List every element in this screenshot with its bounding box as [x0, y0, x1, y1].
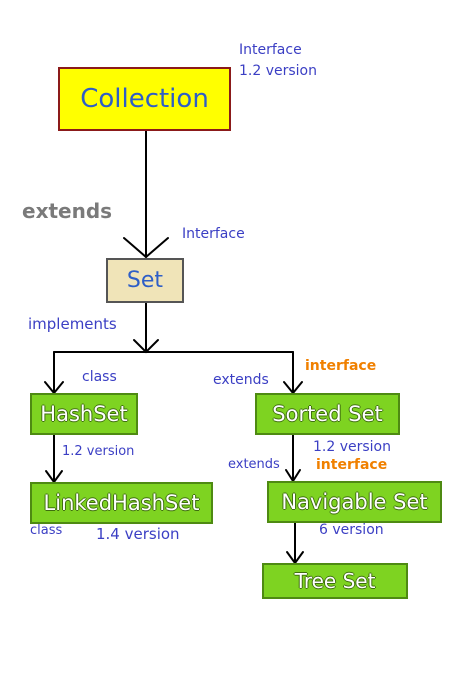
sortedset-extends-label: extends: [213, 372, 269, 388]
navigableset-interface-label: interface: [316, 457, 388, 473]
navigableset-extends-label: extends: [228, 457, 280, 472]
hashset-version-label: 1.2 version: [62, 444, 135, 459]
set-node: Set: [106, 258, 184, 303]
collection-version-label: 1.2 version: [239, 63, 317, 79]
collection-to-set-arrowhead: [123, 237, 169, 259]
implements-label: implements: [28, 315, 117, 333]
hashset-node-label: HashSet: [40, 402, 128, 426]
sortedset-interface-label: interface: [305, 358, 377, 374]
navigableset-node: Navigable Set: [267, 481, 442, 523]
linkedhashset-version-label: 1.4 version: [96, 525, 180, 543]
navigableset-version-label: 6 version: [319, 522, 384, 538]
collection-interface-label: Interface: [239, 42, 302, 58]
set-node-label: Set: [126, 268, 164, 293]
linkedhashset-node: LinkedHashSet: [30, 482, 213, 524]
treeset-node: Tree Set: [262, 563, 408, 599]
sortedset-version-label: 1.2 version: [313, 439, 391, 455]
navigableset-node-label: Navigable Set: [281, 490, 428, 514]
hashset-class-label: class: [82, 369, 117, 385]
collection-node: Collection: [58, 67, 231, 131]
linkedhashset-node-label: LinkedHashSet: [43, 491, 200, 515]
hashset-node: HashSet: [30, 393, 138, 435]
set-interface-label: Interface: [182, 226, 245, 242]
treeset-node-label: Tree Set: [294, 569, 376, 593]
extends-label: extends: [22, 199, 113, 223]
sortedset-node-label: Sorted Set: [272, 402, 383, 426]
linkedhashset-class-label: class: [30, 523, 63, 538]
sortedset-node: Sorted Set: [255, 393, 400, 435]
collection-node-label: Collection: [80, 84, 209, 114]
